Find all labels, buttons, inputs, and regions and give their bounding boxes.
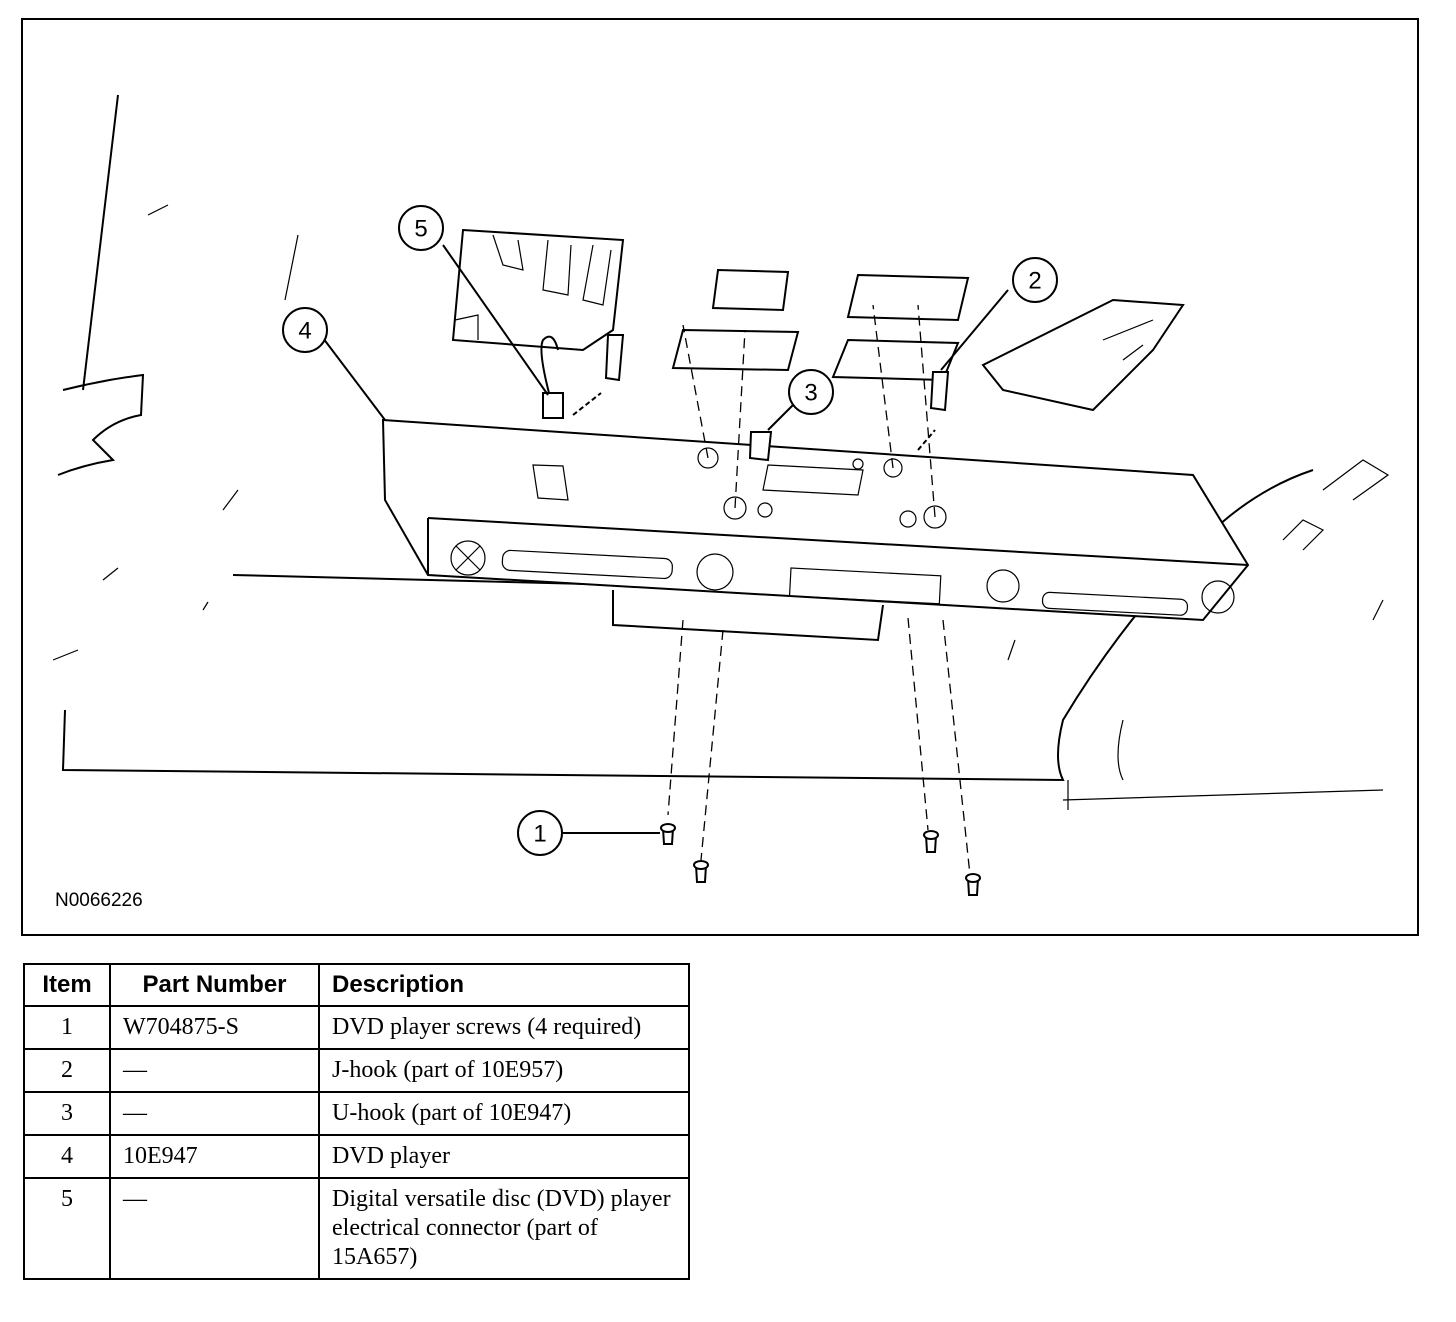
row-description: J-hook (part of 10E957) xyxy=(318,1048,690,1093)
callout-2-label: 2 xyxy=(1028,268,1041,295)
callout-1-label: 1 xyxy=(533,821,546,848)
header-part-number: Part Number xyxy=(109,963,320,1007)
row-description: DVD player xyxy=(318,1134,690,1179)
table-row: 3 — U-hook (part of 10E947) xyxy=(23,1091,690,1136)
row-part-number: 10E947 xyxy=(109,1134,320,1179)
dvd-player-body xyxy=(381,418,1250,642)
callout-3-label: 3 xyxy=(804,380,817,407)
row-part-number: — xyxy=(109,1177,320,1280)
row-description: DVD player screws (4 required) xyxy=(318,1005,690,1050)
header-item: Item xyxy=(23,963,111,1007)
dvd-player-screws xyxy=(660,823,981,896)
callout-2: 2 xyxy=(1012,257,1058,303)
row-part-number: W704875-S xyxy=(109,1005,320,1050)
row-description: Digital versatile disc (DVD) player elec… xyxy=(318,1177,690,1280)
row-item: 3 xyxy=(23,1091,111,1136)
row-item: 5 xyxy=(23,1177,111,1280)
callout-5-label: 5 xyxy=(414,216,427,243)
table-row: 1 W704875-S DVD player screws (4 require… xyxy=(23,1005,690,1050)
callout-4-label: 4 xyxy=(298,318,311,345)
row-part-number: — xyxy=(109,1091,320,1136)
row-item: 2 xyxy=(23,1048,111,1093)
callout-3: 3 xyxy=(788,369,834,415)
figure-id: N0066226 xyxy=(55,890,143,911)
callout-leaders xyxy=(322,244,1009,834)
table-row: 5 — Digital versatile disc (DVD) player … xyxy=(23,1177,690,1280)
row-item: 1 xyxy=(23,1005,111,1050)
table-row: 4 10E947 DVD player xyxy=(23,1134,690,1179)
hooks-and-connector xyxy=(540,334,950,462)
dvd-player-exploded-drawing: 1 2 3 4 5 N0066226 xyxy=(52,94,1390,911)
screw-guide-lines xyxy=(667,304,971,876)
header-description: Description xyxy=(318,963,690,1007)
table-header-row: Item Part Number Description xyxy=(23,963,690,1007)
parts-table: Item Part Number Description 1 W704875-S… xyxy=(23,963,690,1280)
row-item: 4 xyxy=(23,1134,111,1179)
exploded-view-figure: 1 2 3 4 5 N0066226 xyxy=(21,18,1419,936)
callout-5: 5 xyxy=(398,205,444,251)
table-row: 2 — J-hook (part of 10E957) xyxy=(23,1048,690,1093)
callout-1: 1 xyxy=(517,810,563,856)
row-part-number: — xyxy=(109,1048,320,1093)
row-description: U-hook (part of 10E947) xyxy=(318,1091,690,1136)
callout-4: 4 xyxy=(282,307,328,353)
